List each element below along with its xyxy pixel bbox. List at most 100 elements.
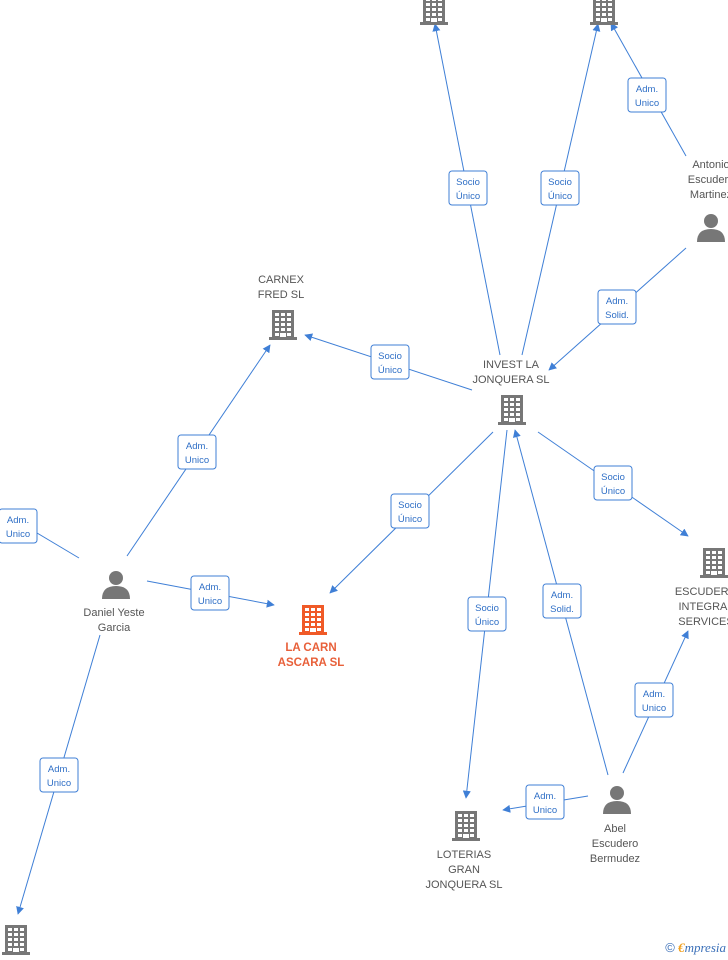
relation-label-text: Unico	[47, 778, 71, 789]
relation-label-box[interactable]	[448, 170, 488, 206]
relation-label-text: Adm.	[48, 764, 70, 775]
relation-abel-invest[interactable]: Adm.Solid.	[513, 429, 609, 776]
relation-antonio-invest[interactable]: Adm.Solid.	[548, 247, 687, 371]
node-label: Martinez	[690, 189, 728, 201]
relation-label-box[interactable]	[525, 784, 565, 820]
relation-antonio-topright[interactable]: Adm. Unico	[610, 22, 687, 157]
node-label: Daniel Yeste	[83, 607, 144, 619]
relation-label-text: Unico	[185, 455, 209, 466]
relation-label-text: Único	[548, 191, 572, 202]
node-label: ASCARA SL	[278, 657, 345, 669]
node-label: JONQUERA SL	[472, 374, 549, 386]
node-label: Garcia	[98, 622, 131, 634]
node-label: Abel	[604, 823, 626, 835]
relation-label-text: Único	[456, 191, 480, 202]
node-label: Escudero	[592, 838, 638, 850]
relation-label-text: Adm.	[199, 582, 221, 593]
person-icon	[697, 214, 725, 242]
node-lacarn[interactable]: LA CARN ASCARA SL	[278, 605, 345, 669]
relation-label-text: Adm.	[643, 689, 665, 700]
relation-label-box[interactable]	[390, 493, 430, 529]
relation-label-text: Socio	[548, 177, 572, 188]
node-label: LOTERIAS	[437, 849, 491, 861]
node-topleft[interactable]	[420, 0, 448, 25]
node-antonio[interactable]: AntonioEscuderoMartinez	[688, 159, 728, 242]
relation-label-box[interactable]	[39, 757, 79, 793]
relation-label-box[interactable]	[540, 170, 580, 206]
relation-daniel-offleft[interactable]: Adm.Unico	[0, 505, 80, 559]
node-label: GRAN	[448, 864, 480, 876]
building-icon	[498, 395, 526, 425]
relation-label-text: Unico	[533, 805, 557, 816]
relation-label-box[interactable]	[597, 289, 637, 325]
relation-abel-escudero[interactable]: Adm. Unico	[622, 630, 689, 774]
building-icon	[700, 548, 728, 578]
relation-daniel-carnex[interactable]: Adm. Unico	[126, 344, 271, 557]
relation-label-text: Adm.	[186, 441, 208, 452]
relation-label-box[interactable]	[0, 508, 38, 544]
relation-label-text: Unico	[6, 529, 30, 540]
relation-label-box[interactable]	[634, 682, 674, 718]
relation-label-box[interactable]	[177, 434, 217, 470]
relation-daniel-lacarn[interactable]: Adm. Unico	[146, 575, 275, 611]
node-carnex[interactable]: CARNEX FRED SL	[258, 274, 305, 340]
node-label: ESCUDERO	[675, 586, 728, 598]
relation-label-box[interactable]	[593, 465, 633, 501]
relation-label-text: Único	[475, 617, 499, 628]
relation-label-box[interactable]	[542, 583, 582, 619]
relation-label-text: Socio	[601, 472, 625, 483]
node-label: Escudero	[688, 174, 728, 186]
person-icon	[102, 571, 130, 599]
relation-label-box[interactable]	[627, 77, 667, 113]
relation-label-text: Unico	[642, 703, 666, 714]
node-topright[interactable]	[590, 0, 618, 25]
person-icon	[603, 786, 631, 814]
node-label: Antonio	[692, 159, 728, 171]
relation-label-text: Socio	[475, 603, 499, 614]
relation-label-text: Único	[378, 365, 402, 376]
node-label: INTEGRAL	[678, 601, 728, 613]
relation-label-box[interactable]	[190, 575, 230, 611]
relation-daniel-bottom[interactable]: Adm. Unico	[16, 634, 101, 915]
relation-label-text: Adm.	[551, 590, 573, 601]
brand-name: mpresia	[684, 940, 726, 955]
node-label: FRED SL	[258, 289, 304, 301]
relation-label-text: Adm.	[534, 791, 556, 802]
relation-label-text: Unico	[198, 596, 222, 607]
relation-label-text: Socio	[398, 500, 422, 511]
node-escudero[interactable]: ESCUDERO INTEGRAL SERVICES	[675, 548, 728, 628]
node-label: SERVICES	[678, 616, 728, 628]
relation-abel-loterias[interactable]: Adm. Unico	[502, 784, 589, 820]
building-icon	[420, 0, 448, 25]
node-bottom[interactable]	[2, 925, 30, 955]
building-icon	[2, 925, 30, 955]
relation-label-text: Solid.	[605, 310, 629, 321]
building-icon	[299, 605, 327, 635]
building-icon	[269, 310, 297, 340]
relation-label-text: Único	[601, 486, 625, 497]
relation-label-box[interactable]	[370, 344, 410, 380]
relation-label-text: Socio	[456, 177, 480, 188]
node-label: Bermudez	[590, 853, 640, 865]
relation-label-text: Unico	[635, 98, 659, 109]
node-loterias[interactable]: LOTERIAS GRAN JONQUERA SL	[425, 811, 503, 891]
building-icon	[452, 811, 480, 841]
node-label: CARNEX	[258, 274, 305, 286]
relation-label-box[interactable]	[467, 596, 507, 632]
relation-label-text: Único	[398, 514, 422, 525]
node-label: LA CARN	[285, 642, 336, 654]
brand-initial: €	[678, 940, 685, 955]
relation-label-text: Adm.	[636, 84, 658, 95]
copyright-symbol: ©	[665, 940, 675, 955]
node-label: JONQUERA SL	[425, 879, 502, 891]
